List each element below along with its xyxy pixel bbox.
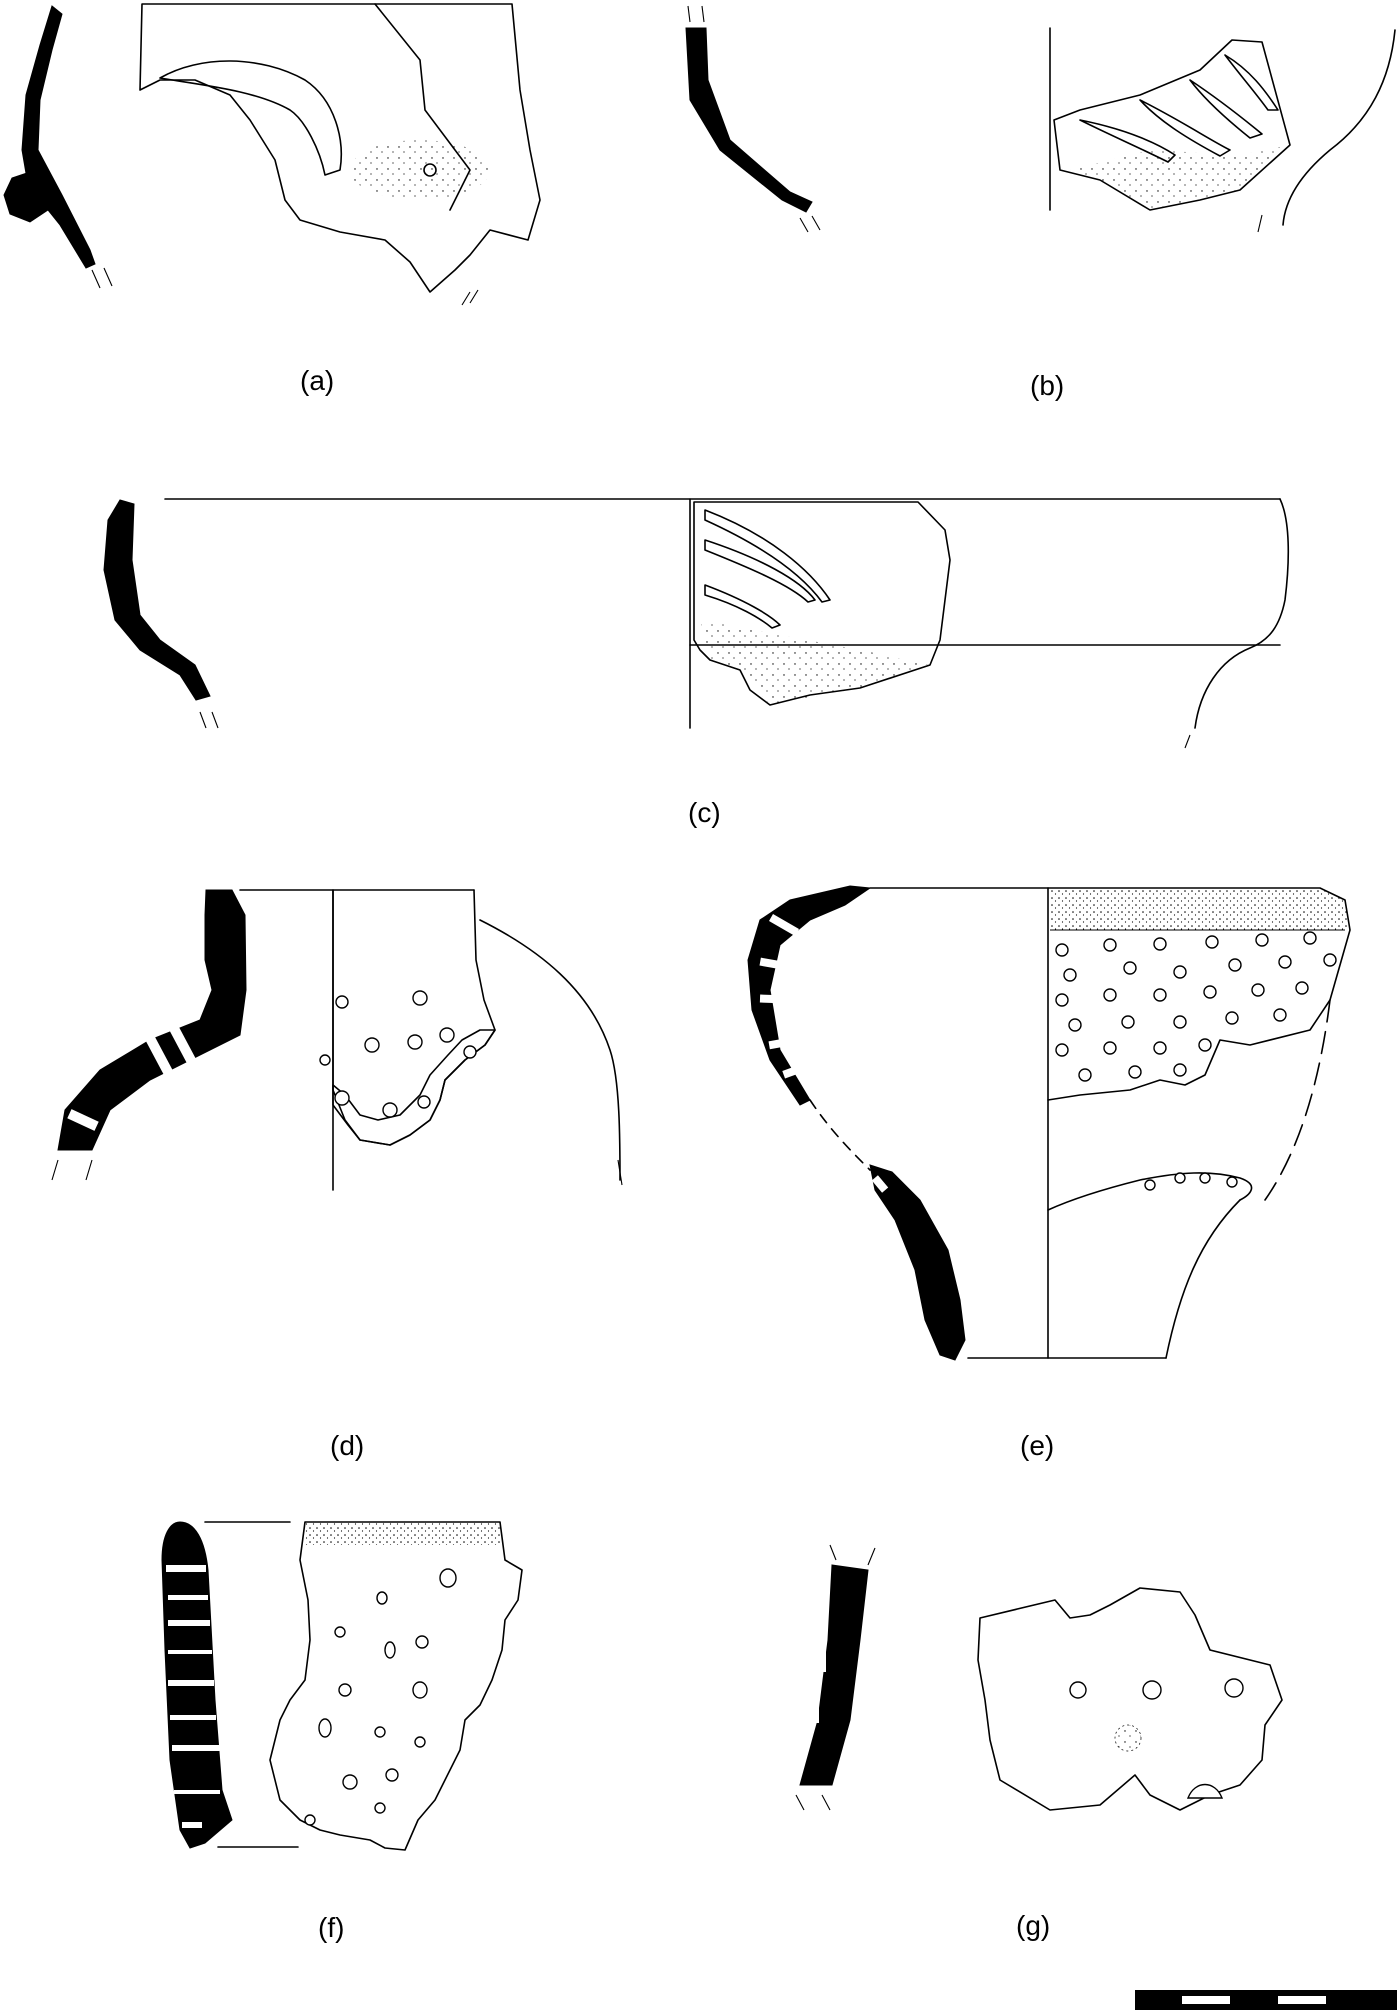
label-g: (g) [1016,1910,1050,1941]
sherd-g: (g) [795,1544,1283,1941]
label-e: (e) [1020,1430,1054,1461]
sherd-g-punctures [1069,1678,1244,1799]
sherd-a-profile [21,5,96,269]
sherd-a: (a) [3,3,541,396]
sherd-g-outline [977,1587,1283,1811]
scale-bar [1135,1990,1397,2010]
sherd-f-punctures [304,1568,457,1826]
label-f: (f) [318,1912,344,1943]
sherd-e-upper-outline [1047,887,1351,1101]
sherd-d-punctures [319,990,477,1118]
label-c: (c) [688,797,721,828]
sherd-a-outline [139,3,541,293]
sherd-e-punctures [1055,931,1337,1191]
sherd-e: (e) [747,885,1351,1461]
label-b: (b) [1030,370,1064,401]
sherd-f: (f) [161,1521,523,1943]
sherd-g-profile [799,1564,869,1786]
sherd-d-hatched-band [332,1029,496,1146]
sherd-e-profile-lower [869,1164,966,1361]
sherd-f-outline [269,1521,523,1851]
sherd-d-profile [57,889,247,1151]
sherd-d: (d) [51,889,623,1461]
sherd-a-handle [159,60,343,176]
sherd-c-profile [103,499,211,701]
sherd-b-profile [685,27,813,213]
sherd-b: (b) [685,5,1396,401]
sherd-d-outline [332,889,496,1146]
label-d: (d) [330,1430,364,1461]
sherd-c: (c) [103,498,1290,828]
sherd-a-handle-section [3,171,49,223]
label-a: (a) [300,365,334,396]
